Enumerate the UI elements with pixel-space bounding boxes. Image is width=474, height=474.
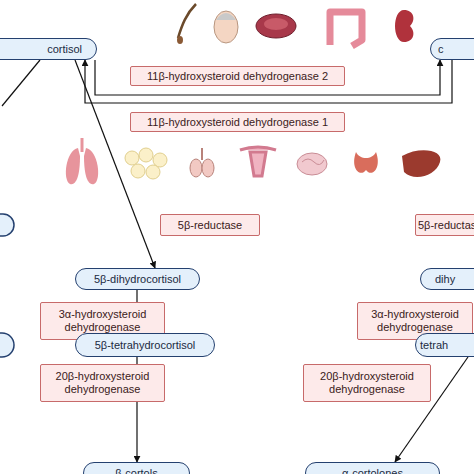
enzyme-box: 11β-hydroxysteroid dehydrogenase 2 [130, 66, 345, 86]
cropped-node [0, 333, 14, 357]
metabolite-node: cortisol [0, 38, 97, 60]
enzyme-name: 20β-hydroxysteroid dehydrogenase [44, 370, 161, 396]
metabolite-node: α-cortolones [305, 462, 440, 474]
testis-duct-icon [201, 148, 203, 160]
metabolite-node: 5β-dihydrocortisol [75, 268, 200, 290]
enzyme-box: 5β-reductase [160, 214, 260, 236]
gland-icon [354, 152, 378, 173]
metabolite-name: cortisol [0, 43, 82, 56]
metabolite-node: c [430, 38, 474, 60]
reaction-arrow [85, 60, 452, 103]
enzyme-box: 20β-hydroxysteroid dehydrogenase [40, 364, 165, 402]
uterus-icon [240, 147, 276, 176]
metabolite-name: 5β-dihydrocortisol [79, 273, 196, 286]
testis-icon [190, 159, 202, 177]
placenta-inner-icon [264, 18, 288, 30]
enzyme-name: 5β-reductase [164, 219, 256, 232]
reaction-arrow [75, 60, 155, 268]
enzyme-name: 20β-hydroxysteroid dehydrogenase [307, 370, 427, 396]
liver-icon [402, 150, 440, 177]
metabolite-node: dihy [420, 268, 474, 290]
colon-icon [330, 12, 362, 46]
metabolite-name: c [438, 43, 474, 56]
lung-icon [66, 148, 80, 184]
enzyme-name: 11β-hydroxysteroid dehydrogenase 2 [134, 70, 341, 83]
enzyme-box: 11β-hydroxysteroid dehydrogenase 1 [130, 112, 345, 132]
cropped-arrow [2, 60, 40, 106]
enzyme-box: 20β-hydroxysteroid dehydrogenase [303, 364, 431, 402]
trachea-icon [81, 138, 84, 152]
metabolite-name: α-cortolones [309, 467, 436, 474]
metabolite-node: β-cortols [83, 462, 190, 474]
hair-icon [178, 4, 196, 38]
brain-fold-icon [302, 159, 324, 165]
enzyme-name: 3α-hydroxysteroid dehydrogenase [361, 308, 469, 334]
enzyme-name: 11β-hydroxysteroid dehydrogenase 1 [134, 116, 341, 129]
enzyme-name: 5β-reductase [418, 219, 474, 232]
kidney-icon [395, 10, 413, 42]
hair-root-icon [177, 36, 183, 44]
metabolite-name: dihy [435, 273, 474, 286]
metabolite-name: 5β-tetrahydrocortisol [79, 339, 211, 352]
face-icon [214, 11, 238, 43]
brain-icon [297, 153, 327, 175]
metabolite-node: tetrah [415, 333, 474, 357]
adipose-icon [125, 148, 167, 179]
metabolite-name: β-cortols [87, 467, 186, 474]
face-hair-icon [216, 13, 236, 20]
testis-icon [202, 159, 214, 177]
placenta-icon [256, 14, 296, 38]
reaction-arrow [95, 60, 440, 95]
metabolite-node: 5β-tetrahydrocortisol [75, 333, 215, 357]
enzyme-box: 5β-reductase [415, 214, 474, 236]
cropped-node [0, 214, 14, 236]
metabolite-name: tetrah [420, 339, 474, 352]
lung-icon [84, 148, 98, 184]
enzyme-name: 3α-hydroxysteroid dehydrogenase [44, 308, 161, 334]
